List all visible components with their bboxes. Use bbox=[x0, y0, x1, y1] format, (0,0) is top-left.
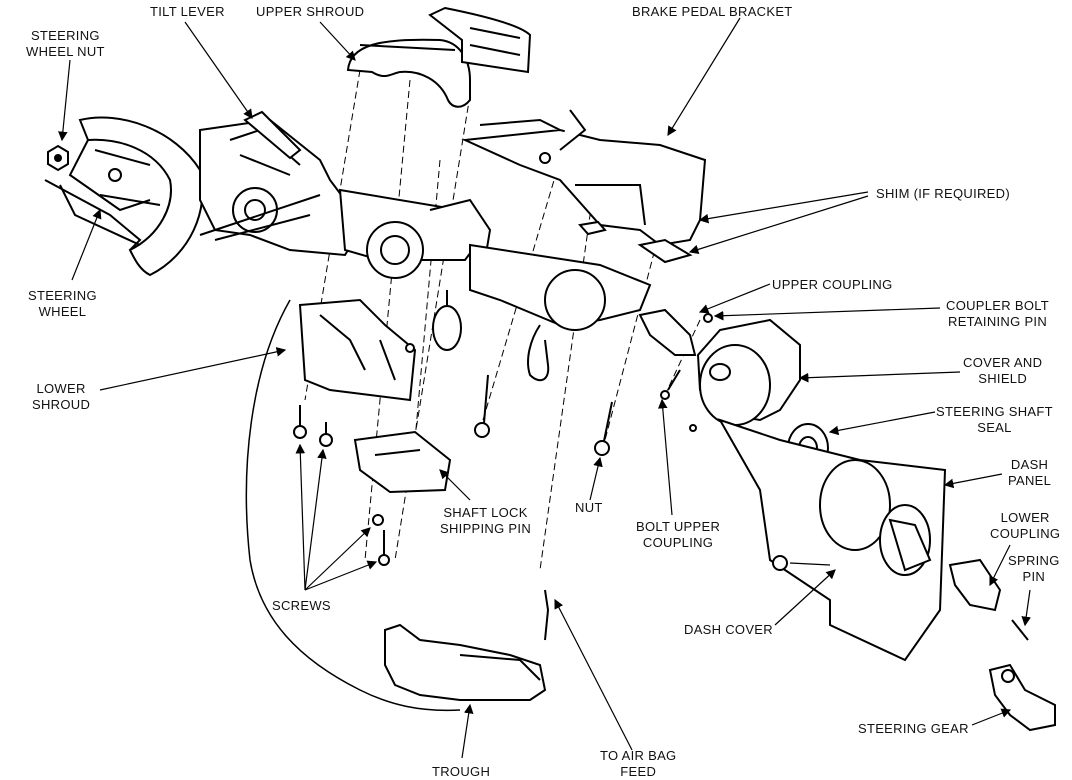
label-upper-shroud: UPPER SHROUD bbox=[256, 4, 365, 19]
brake-pedal-bracket bbox=[461, 109, 707, 247]
lower-coupling-part bbox=[948, 558, 1029, 641]
lower-bracket bbox=[353, 430, 452, 494]
label-screws: SCREWS bbox=[272, 598, 331, 613]
lock-cylinder bbox=[432, 290, 462, 351]
dash-panel bbox=[717, 418, 947, 662]
label-shim: SHIM (IF REQUIRED) bbox=[876, 186, 1010, 201]
steering-gear-part bbox=[988, 663, 1056, 732]
label-dash-cover: DASH COVER bbox=[684, 622, 773, 637]
label-nut: NUT bbox=[575, 500, 603, 515]
label-tilt-lever: TILT LEVER bbox=[150, 4, 225, 19]
screws-parts bbox=[293, 374, 613, 566]
dash-cover-nut bbox=[772, 555, 788, 571]
cover-and-shield bbox=[689, 318, 801, 432]
label-brake-pedal-bracket: BRAKE PEDAL BRACKET bbox=[632, 4, 793, 19]
label-steering-gear: STEERING GEAR bbox=[858, 721, 969, 736]
lower-shroud bbox=[298, 298, 417, 402]
shims bbox=[578, 220, 693, 264]
label-trough: TROUGH bbox=[432, 764, 491, 779]
upper-coupling-part bbox=[638, 308, 713, 400]
leader-lines bbox=[58, 17, 1031, 759]
upper-shroud-right bbox=[428, 6, 532, 74]
label-upper-coupling: UPPER COUPLING bbox=[772, 277, 893, 292]
tilt-lever-part bbox=[243, 110, 302, 160]
upper-shroud bbox=[346, 38, 471, 108]
trough-part bbox=[245, 299, 550, 712]
shaft-lock-shipping-pin-part bbox=[527, 324, 550, 382]
steering-wheel-nut bbox=[47, 144, 69, 172]
steering-wheel bbox=[44, 116, 204, 277]
